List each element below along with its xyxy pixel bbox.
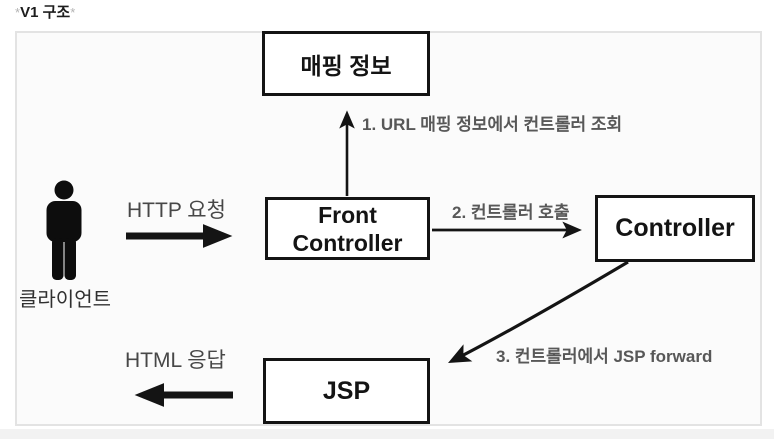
bottom-divider — [0, 429, 774, 439]
step3-label: 3. 컨트롤러에서 JSP forward — [496, 347, 713, 366]
node-jsp: JSP — [263, 358, 430, 424]
html-response-label: HTML 응답 — [125, 349, 226, 372]
title-text: V1 구조 — [20, 4, 71, 21]
http-request-label: HTTP 요청 — [127, 199, 226, 222]
node-front-controller-label: Front Controller — [293, 201, 403, 257]
page-title: *V1 구조* — [15, 3, 75, 23]
client-label: 클라이언트 — [19, 289, 111, 311]
node-mapping-info-label: 매핑 정보 — [300, 52, 392, 79]
node-mapping-info: 매핑 정보 — [262, 31, 430, 96]
title-asterisk-right: * — [70, 5, 76, 20]
node-jsp-label: JSP — [322, 376, 371, 405]
node-front-controller: Front Controller — [265, 197, 430, 260]
node-controller-label: Controller — [615, 214, 735, 242]
step1-label: 1. URL 매핑 정보에서 컨트롤러 조회 — [362, 115, 623, 134]
node-controller: Controller — [595, 195, 755, 262]
step2-label: 2. 컨트롤러 호출 — [452, 203, 570, 222]
front-controller-line1: Front — [318, 201, 377, 228]
title-asterisk-left: * — [15, 5, 21, 20]
front-controller-line2: Controller — [292, 229, 403, 256]
